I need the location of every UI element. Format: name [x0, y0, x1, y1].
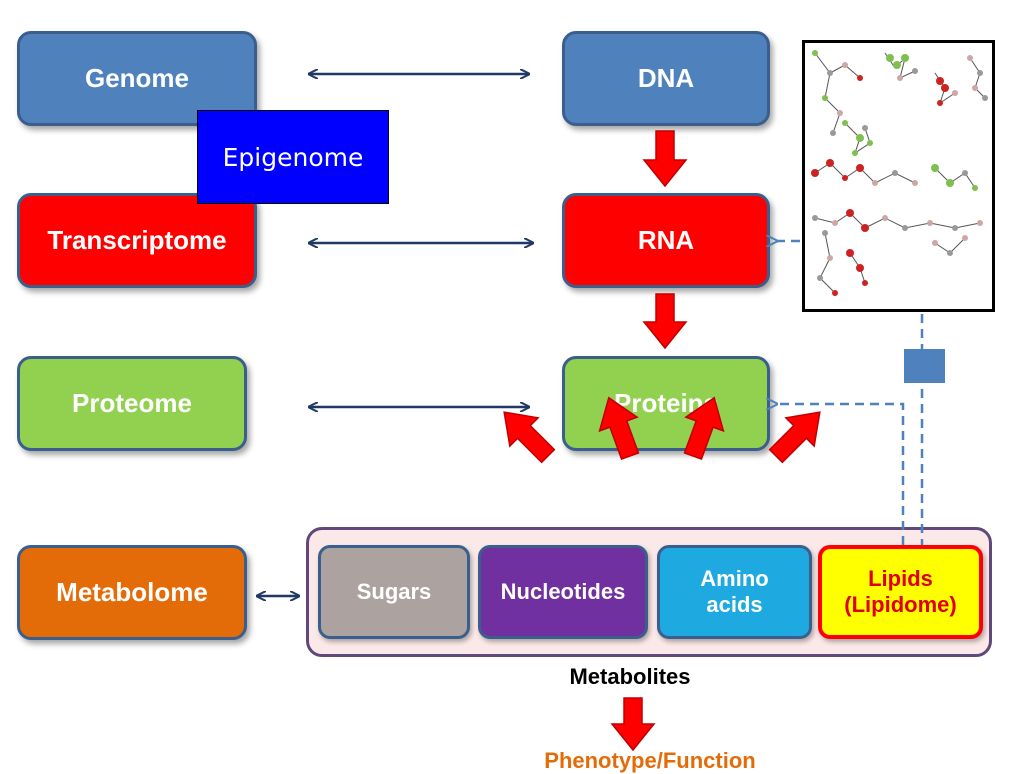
amino-acids-label-line2: acids [706, 592, 763, 617]
metabolome-box: Metabolome [17, 545, 247, 640]
proteins-to-amino-acids-arrow [683, 396, 725, 461]
lipids-label-line2: (Lipidome) [844, 592, 957, 617]
rna-box: RNA [562, 193, 770, 288]
lipidome-link-square [904, 349, 945, 383]
lipids-box: Lipids(Lipidome) [818, 545, 983, 639]
proteome-label: Proteome [72, 387, 192, 418]
metabolites-to-phenotype-arrow [610, 697, 656, 752]
dna-to-rna-arrow [642, 130, 688, 188]
amino-acids-label-line1: Amino [700, 565, 769, 591]
lipids-to-proteins-dashed [776, 404, 905, 545]
metabolites-caption: Metabolites [569, 664, 691, 689]
transcriptome-label: Transcriptome [47, 224, 227, 255]
proteome-box: Proteome [17, 356, 247, 451]
sugars-box: Sugars [318, 545, 470, 639]
epigenome-box: Epigenome [197, 110, 389, 204]
transcriptome-box: Transcriptome [17, 193, 257, 288]
proteins-to-lipids-arrow [768, 411, 821, 464]
nucleotides-label: Nucleotides [500, 578, 626, 604]
proteins-to-nucleotides-arrow [598, 396, 640, 461]
dna-box: DNA [562, 31, 770, 126]
rna-to-proteins-arrow [642, 293, 688, 350]
metabolome-label: Metabolome [56, 576, 208, 607]
proteins-to-sugars-arrow [503, 411, 556, 464]
genome-label: Genome [84, 62, 190, 93]
nucleotides-box: Nucleotides [478, 545, 648, 639]
proteins-box: Proteins [562, 356, 770, 451]
network-graph-icon [811, 50, 988, 296]
lipid-network-image [802, 40, 995, 312]
lipids-label-line1: Lipids [868, 565, 933, 591]
sugars-label: Sugars [356, 578, 432, 604]
dna-label: DNA [637, 62, 695, 93]
genome-box: Genome [17, 31, 257, 126]
epigenome-label: Epigenome [222, 142, 364, 172]
rna-label: RNA [637, 224, 695, 255]
